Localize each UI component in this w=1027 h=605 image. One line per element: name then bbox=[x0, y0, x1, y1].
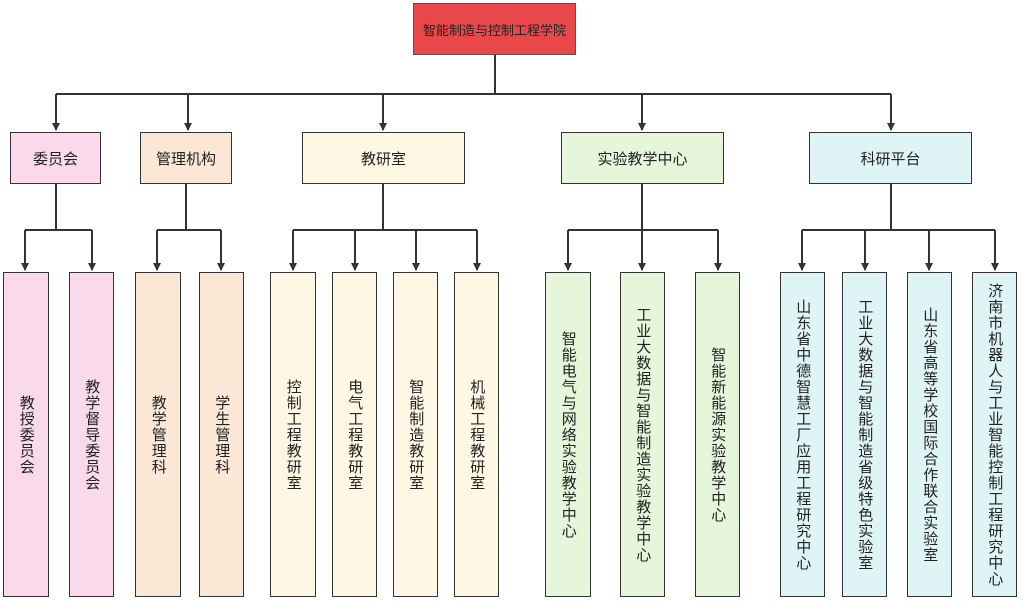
unit-label: 智能新能源实验教学中心 bbox=[709, 346, 728, 523]
root-label: 智能制造与控制工程学院 bbox=[422, 23, 566, 39]
unit-international-joint-lab: 山东省高等学校国际合作联合实验室 bbox=[907, 272, 952, 597]
unit-label: 学生管理科 bbox=[213, 394, 232, 475]
unit-student-management: 学生管理科 bbox=[199, 272, 244, 597]
unit-label: 工业大数据与智能制造省级特色实验室 bbox=[856, 298, 875, 571]
unit-professor-committee: 教授委员会 bbox=[3, 272, 49, 597]
group-teaching-research-label: 教研室 bbox=[360, 149, 406, 168]
unit-electrical-network-lab: 智能电气与网络实验教学中心 bbox=[545, 272, 591, 597]
unit-intelligent-manufacturing: 智能制造教研室 bbox=[393, 272, 438, 597]
unit-electrical-engineering: 电气工程教研室 bbox=[332, 272, 377, 597]
unit-bigdata-manufacturing-lab: 工业大数据与智能制造实验教学中心 bbox=[620, 272, 665, 597]
unit-bigdata-provincial-lab: 工业大数据与智能制造省级特色实验室 bbox=[842, 272, 887, 597]
unit-teaching-management: 教学管理科 bbox=[135, 272, 181, 597]
unit-teaching-supervision-committee: 教学督导委员会 bbox=[69, 272, 114, 597]
unit-label: 机械工程教研室 bbox=[468, 378, 487, 491]
unit-control-engineering: 控制工程教研室 bbox=[270, 272, 316, 597]
unit-label: 智能制造教研室 bbox=[407, 378, 426, 491]
group-research-platform: 科研平台 bbox=[809, 132, 972, 184]
group-management-label: 管理机构 bbox=[155, 149, 216, 168]
unit-label: 智能电气与网络实验教学中心 bbox=[559, 330, 578, 539]
group-lab-center-label: 实验教学中心 bbox=[597, 149, 688, 168]
root-node: 智能制造与控制工程学院 bbox=[413, 3, 576, 55]
unit-label: 教授委员会 bbox=[17, 394, 36, 475]
unit-label: 济南市机器人与工业智能控制工程研究中心 bbox=[986, 282, 1005, 587]
unit-mechanical-engineering: 机械工程教研室 bbox=[454, 272, 499, 597]
unit-label: 控制工程教研室 bbox=[284, 378, 303, 491]
unit-label: 电气工程教研室 bbox=[346, 378, 365, 491]
unit-new-energy-lab: 智能新能源实验教学中心 bbox=[695, 272, 740, 597]
unit-label: 教学督导委员会 bbox=[83, 378, 102, 491]
group-research-platform-label: 科研平台 bbox=[860, 149, 921, 168]
group-lab-center: 实验教学中心 bbox=[561, 132, 724, 184]
group-teaching-research: 教研室 bbox=[302, 132, 465, 184]
unit-label: 工业大数据与智能制造实验教学中心 bbox=[634, 306, 653, 563]
unit-label: 山东省中德智慧工厂应用工程研究中心 bbox=[794, 298, 813, 571]
group-management: 管理机构 bbox=[140, 132, 232, 184]
unit-jinan-robot-center: 济南市机器人与工业智能控制工程研究中心 bbox=[972, 272, 1017, 597]
group-committee-label: 委员会 bbox=[32, 149, 78, 168]
unit-label: 山东省高等学校国际合作联合实验室 bbox=[921, 306, 940, 563]
unit-label: 教学管理科 bbox=[149, 394, 168, 475]
unit-sino-german-factory-center: 山东省中德智慧工厂应用工程研究中心 bbox=[780, 272, 825, 597]
group-committee: 委员会 bbox=[10, 132, 101, 184]
